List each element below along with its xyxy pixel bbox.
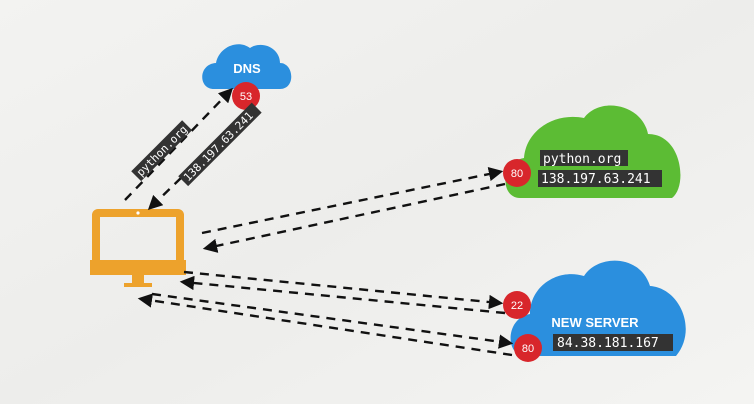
ssh-response-arrow bbox=[179, 275, 506, 315]
python-domain-text: python.org bbox=[543, 152, 621, 167]
http-response-arrow bbox=[202, 182, 506, 253]
new-http-request-arrow bbox=[151, 292, 514, 349]
new-server-ip-text: 84.38.181.167 bbox=[557, 336, 659, 351]
python-domain-tag: python.org bbox=[540, 150, 628, 167]
ssh-request-arrow bbox=[183, 270, 504, 310]
python-port-number: 80 bbox=[511, 168, 523, 180]
python-ip-tag: 138.197.63.241 bbox=[538, 170, 662, 187]
http-port-badge: 80 bbox=[514, 334, 542, 362]
ssh-port-badge: 22 bbox=[503, 291, 531, 319]
http-request-arrow bbox=[201, 166, 504, 235]
python-port-badge: 80 bbox=[503, 159, 531, 187]
dns-cloud: DNS bbox=[202, 44, 292, 89]
new-http-response-arrow bbox=[137, 293, 513, 357]
dns-label: DNS bbox=[233, 61, 261, 76]
http-port-number: 80 bbox=[522, 343, 534, 355]
new-server-cloud: NEW SERVER bbox=[510, 260, 686, 356]
desktop-monitor-icon bbox=[90, 209, 186, 287]
ssh-port-number: 22 bbox=[511, 300, 523, 312]
dns-port-number: 53 bbox=[240, 91, 252, 103]
new-server-ip-tag: 84.38.181.167 bbox=[553, 334, 673, 351]
python-ip-text: 138.197.63.241 bbox=[541, 172, 651, 187]
new-server-label: NEW SERVER bbox=[551, 315, 639, 330]
dns-port-badge: 53 bbox=[232, 82, 260, 110]
